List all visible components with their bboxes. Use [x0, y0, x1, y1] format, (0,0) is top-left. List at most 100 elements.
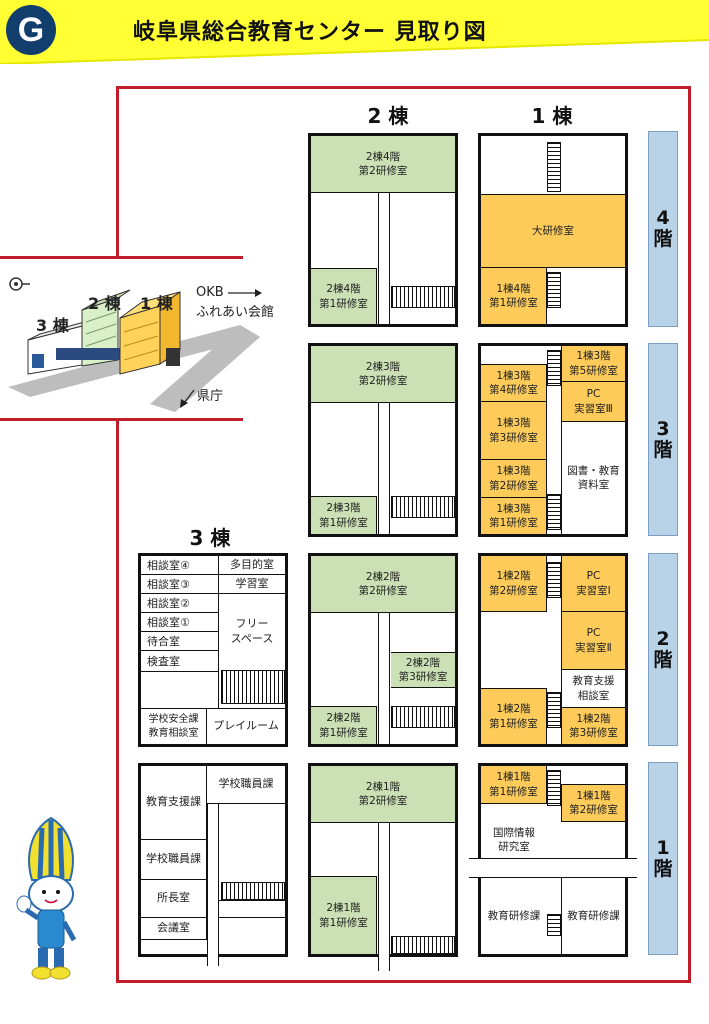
b1-f3-stairs-bottom [547, 494, 561, 530]
b3-consult-1[interactable]: 相談室① [141, 613, 219, 632]
b1-f3-room2[interactable]: 1棟3階 第2研修室 [481, 460, 547, 498]
b2-floor3-plan: 2棟3階 第2研修室 2棟3階 第1研修室 [308, 343, 458, 537]
b3-study-room[interactable]: 学習室 [219, 575, 285, 594]
map-line-top [0, 256, 243, 259]
b1-f1-room1[interactable]: 1棟1階 第1研修室 [481, 766, 547, 804]
b1-f2-room2[interactable]: 1棟2階 第2研修室 [481, 556, 547, 612]
b1-f3-room4[interactable]: 1棟3階 第4研修室 [481, 364, 547, 402]
b1-f2-support-room[interactable]: 教育支援 相談室 [561, 670, 625, 708]
b2-f2-room3[interactable]: 2棟2階 第3研修室 [391, 652, 455, 688]
b3-staff-b[interactable]: 学校職員課 [141, 840, 207, 880]
b3-exam-room[interactable]: 検査室 [141, 651, 219, 672]
b2-f1-room2[interactable]: 2棟1階 第2研修室 [311, 766, 455, 823]
b1-f1-corridor [469, 858, 637, 878]
b1-f2-room3[interactable]: 1棟2階 第3研修室 [561, 708, 625, 744]
b1-f2-stairs-top [547, 562, 561, 598]
b1-f1-training-a[interactable]: 教育研修課 [487, 909, 541, 922]
floor-tab-4[interactable]: 4 階 [648, 131, 678, 327]
b2-floor1-plan: 2棟1階 第2研修室 2棟1階 第1研修室 [308, 763, 458, 971]
building-2-label: 2 棟 [367, 104, 409, 128]
b3-support-division[interactable]: 教育支援課 [141, 766, 207, 840]
b2-f1-corridor [378, 823, 390, 971]
b1-f2-room1[interactable]: 1棟2階 第1研修室 [481, 688, 547, 744]
b3-staff-a[interactable]: 学校職員課 [207, 766, 285, 804]
logo-letter: G [17, 10, 45, 49]
b3-lower-corridor [207, 804, 219, 966]
b1-f4-large-room[interactable]: 大研修室 [481, 194, 625, 268]
b1-floor3-plan: 1棟3階 第4研修室 1棟3階 第3研修室 1棟3階 第2研修室 1棟3階 第1… [478, 343, 628, 537]
b3-free-space[interactable]: フリー スペース [230, 617, 274, 645]
building-1-label: 1 棟 [531, 104, 573, 128]
map-label-b3: 3 棟 [36, 316, 69, 335]
b3-consult-4[interactable]: 相談室④ [141, 556, 219, 575]
logo: G [6, 5, 56, 55]
campus-frame [116, 86, 691, 983]
b3-consult-2[interactable]: 相談室② [141, 594, 219, 613]
b1-f2-stairs-bottom [547, 692, 561, 728]
b3-safety-room[interactable]: 学校安全課 教育相談室 [141, 708, 207, 744]
floor-tab-3[interactable]: 3 階 [648, 343, 678, 536]
b1-f3-room5[interactable]: 1棟3階 第5研修室 [561, 346, 625, 382]
building-3-shape [27, 319, 93, 375]
b2-floor4-plan: 2棟4階 第2研修室 2棟4階 第1研修室 [308, 133, 458, 327]
b1-f3-room3[interactable]: 1棟3階 第3研修室 [481, 402, 547, 460]
b2-f3-room2[interactable]: 2棟3階 第2研修室 [311, 346, 455, 403]
b1-f3-library[interactable]: 図書・教育 資料室 [561, 422, 625, 534]
b3-play-room[interactable]: プレイルーム [207, 708, 285, 744]
b2-f4-room1[interactable]: 2棟4階 第1研修室 [311, 268, 377, 324]
building-1-shape [119, 291, 181, 375]
b2-f3-stairs [391, 496, 455, 518]
b1-f1-room2[interactable]: 1棟1階 第2研修室 [561, 784, 625, 822]
b1-f1-intl-room[interactable]: 国際情報 研究室 [493, 826, 535, 853]
location-map [8, 277, 262, 412]
b3-lower-right-box [219, 900, 285, 918]
map-label-fureai: ふれあい会館 [196, 305, 275, 320]
b2-f4-room2[interactable]: 2棟4階 第2研修室 [311, 136, 455, 193]
header-band [0, 0, 709, 64]
page-title: 岐阜県総合教育センター 見取り図 [133, 20, 487, 45]
b1-f3-stairs-top [547, 350, 561, 386]
building-3-label: 3 棟 [189, 526, 231, 550]
floor-tab-1[interactable]: 1 階 [648, 762, 678, 955]
map-label-okb: OKB [196, 285, 224, 300]
b3-waiting-room[interactable]: 待合室 [141, 632, 219, 651]
b3-upper-plan: 相談室④ 相談室③ 相談室② 相談室① 待合室 検査室 多目的室 学習室 フリー… [138, 553, 288, 747]
b2-f2-room1[interactable]: 2棟2階 第1研修室 [311, 706, 377, 744]
arrow-okb-icon [228, 289, 262, 297]
b3-upper-corridor [141, 672, 219, 708]
mascot-character [16, 816, 77, 980]
compass-icon [9, 277, 30, 291]
b1-f4-room1[interactable]: 1棟4階 第1研修室 [481, 268, 547, 324]
building-2-shape [56, 289, 131, 367]
b3-multi-room[interactable]: 多目的室 [219, 556, 285, 575]
arrow-kencho-icon [180, 389, 195, 408]
b2-f2-corridor [378, 613, 390, 744]
map-label-b2: 2 棟 [88, 294, 121, 313]
b1-f3-pc-lab3[interactable]: PC 実習室Ⅲ [561, 382, 625, 422]
map-label-kencho: 県庁 [197, 389, 224, 404]
map-line-bottom [0, 418, 243, 421]
b2-f1-stairs [391, 936, 455, 954]
b1-f2-pc-lab2[interactable]: PC 実習室Ⅱ [561, 612, 625, 670]
b2-f4-corridor [378, 193, 390, 324]
floor-tab-2[interactable]: 2 階 [648, 553, 678, 746]
b1-f1-training-b[interactable]: 教育研修課 [561, 878, 625, 954]
b1-floor4-plan: 大研修室 1棟4階 第1研修室 [478, 133, 628, 327]
b1-f3-room1[interactable]: 1棟3階 第1研修室 [481, 498, 547, 534]
b1-floor2-plan: 1棟2階 第2研修室 1棟2階 第1研修室 PC 実習室Ⅰ PC 実習室Ⅱ 教育… [478, 553, 628, 747]
b1-f2-pc-lab1[interactable]: PC 実習室Ⅰ [561, 556, 625, 612]
b1-floor1-plan: 1棟1階 第1研修室 1棟1階 第2研修室 国際情報 研究室 教育研修課 教育研… [469, 763, 637, 957]
road-diagonal [150, 325, 260, 412]
b3-meeting-room[interactable]: 会議室 [141, 918, 207, 940]
b2-f3-corridor [378, 403, 390, 534]
b2-f1-room1[interactable]: 2棟1階 第1研修室 [311, 876, 377, 954]
b1-f1-stairs-top [547, 770, 561, 806]
b2-f3-room1[interactable]: 2棟3階 第1研修室 [311, 496, 377, 534]
map-label-b1: 1 棟 [140, 294, 173, 313]
b2-f2-room2[interactable]: 2棟2階 第2研修室 [311, 556, 455, 613]
b1-f4-stairs-bottom [547, 272, 561, 308]
b3-director-room[interactable]: 所長室 [141, 880, 207, 918]
b3-consult-3[interactable]: 相談室③ [141, 575, 219, 594]
b1-f4-stairs-top [547, 142, 561, 192]
b3-upper-stairs [221, 670, 285, 704]
